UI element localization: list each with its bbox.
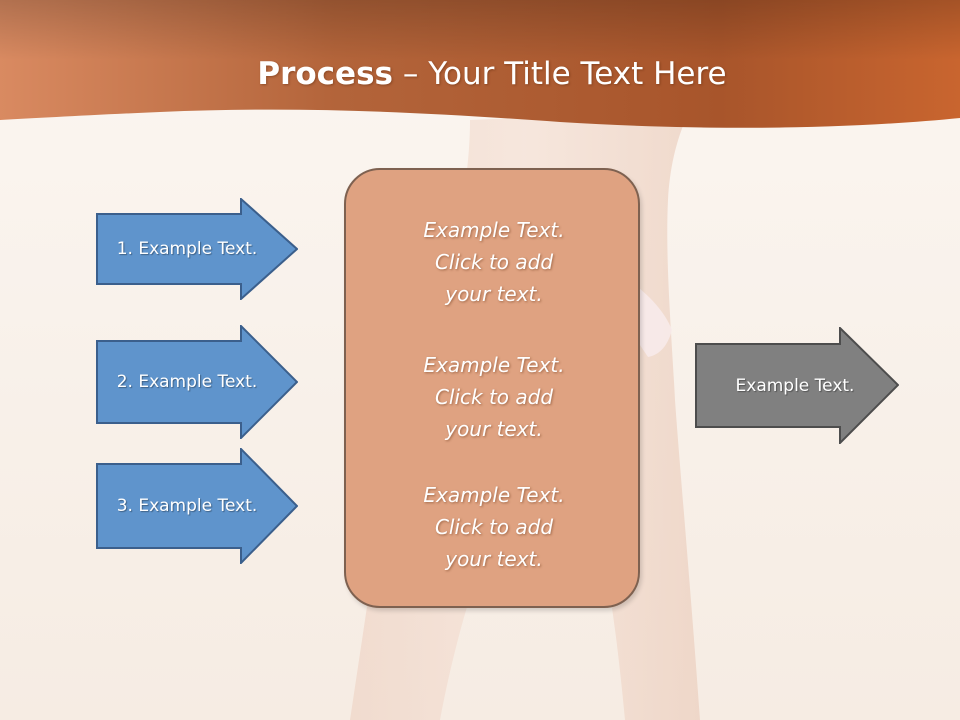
arrow-shape xyxy=(96,325,298,439)
center-item-line: Click to add xyxy=(434,385,554,409)
center-item-2: Example Text. Click to add your text. xyxy=(346,349,642,445)
arrow-shape xyxy=(695,327,899,444)
left-arrow-2: 2. Example Text. xyxy=(96,325,298,439)
arrow-label: Example Text. xyxy=(735,375,855,396)
center-item-line: your text. xyxy=(445,547,543,571)
title-bold: Process xyxy=(257,56,393,92)
center-item-line: Example Text. xyxy=(423,218,565,242)
right-arrow: Example Text. xyxy=(695,327,899,444)
title-rest: – Your Title Text Here xyxy=(393,56,727,92)
arrow-shape xyxy=(96,198,298,300)
center-item-1: Example Text. Click to add your text. xyxy=(346,214,642,310)
center-item-line: Click to add xyxy=(434,515,554,539)
arrow-label: 3. Example Text. xyxy=(116,496,258,516)
header-banner xyxy=(0,0,960,128)
arrow-label: 1. Example Text. xyxy=(116,239,258,259)
center-text-box: Example Text. Click to add your text. Ex… xyxy=(344,168,640,608)
center-item-line: Click to add xyxy=(434,250,554,274)
arrow-shape xyxy=(96,448,298,564)
center-item-line: Example Text. xyxy=(423,353,565,377)
center-item-line: your text. xyxy=(445,417,543,441)
slide-title: Process – Your Title Text Here xyxy=(0,52,960,96)
left-arrow-3: 3. Example Text. xyxy=(96,448,298,564)
center-item-line: your text. xyxy=(445,282,543,306)
left-arrow-1: 1. Example Text. xyxy=(96,198,298,300)
center-item-3: Example Text. Click to add your text. xyxy=(346,479,642,575)
center-item-line: Example Text. xyxy=(423,483,565,507)
arrow-label: 2. Example Text. xyxy=(116,372,258,392)
